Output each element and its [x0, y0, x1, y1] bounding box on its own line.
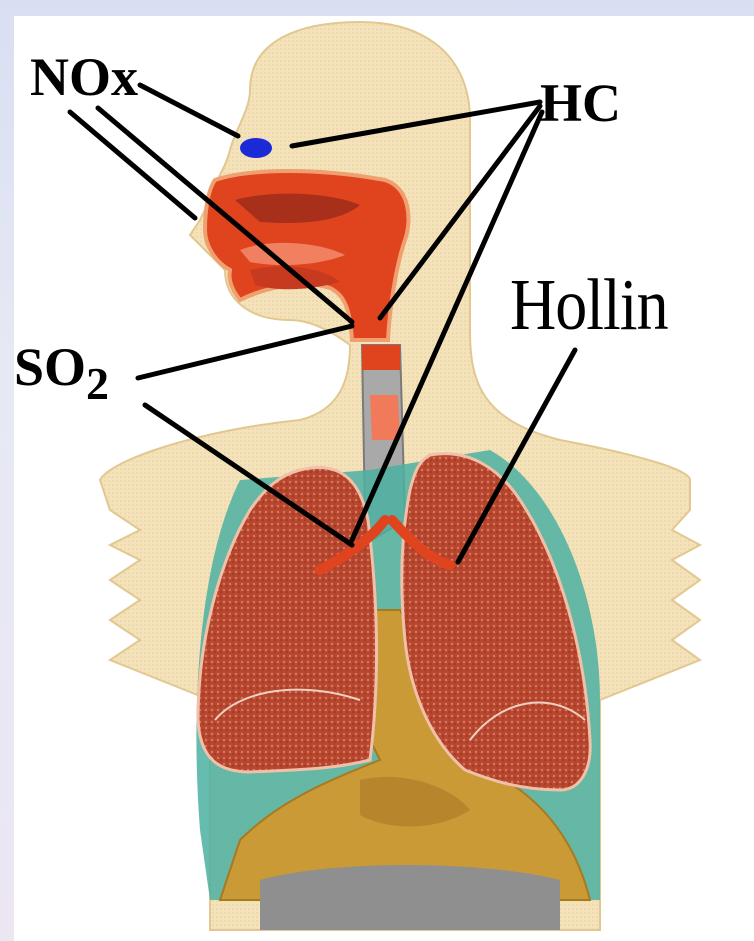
- brain-marker: [240, 138, 272, 158]
- so2-label-subscript: 2: [86, 358, 109, 409]
- hc-label: HC: [540, 76, 621, 130]
- hollin-label: Hollin: [510, 268, 668, 342]
- so2-label-main: SO: [14, 337, 86, 397]
- nox-label: NOx: [30, 50, 138, 104]
- so2-label: SO2: [14, 340, 109, 394]
